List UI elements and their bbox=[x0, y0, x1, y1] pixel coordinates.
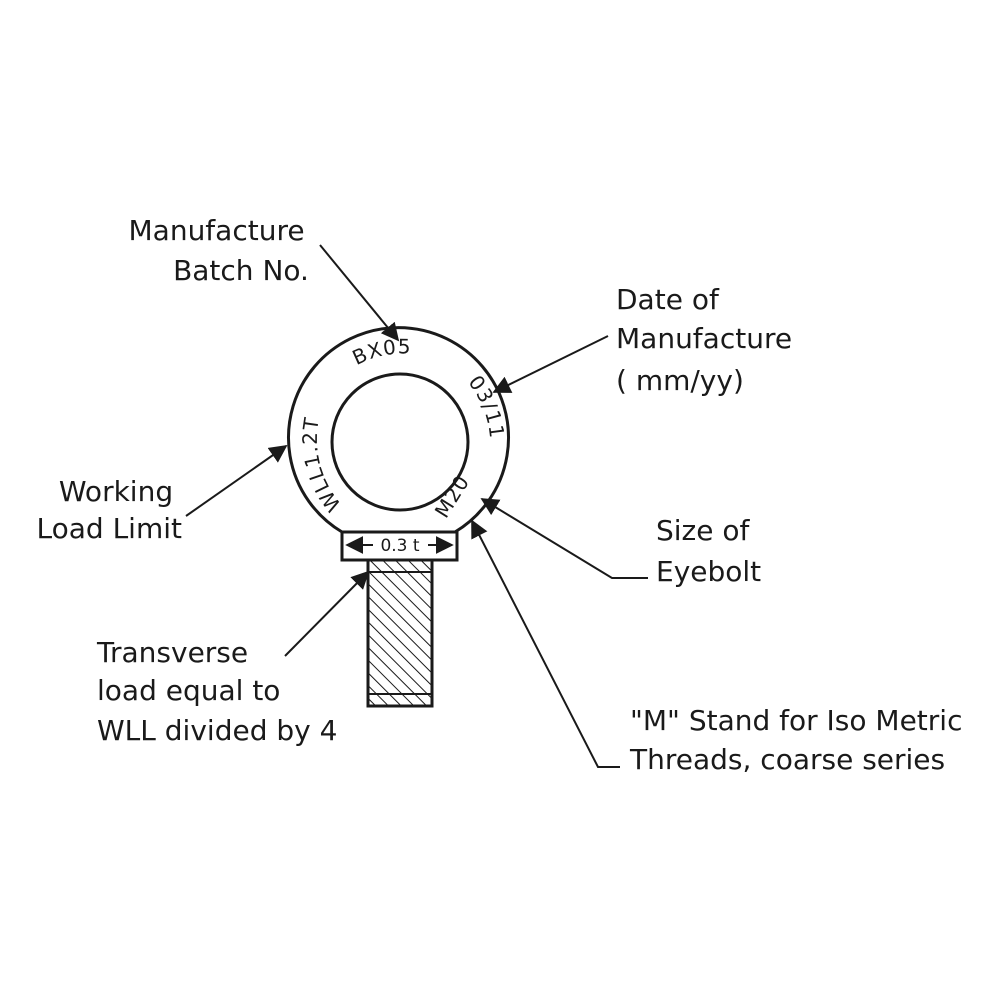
leader-lines bbox=[185, 244, 648, 768]
label-working-load-limit: Working Load Limit bbox=[37, 475, 183, 545]
leader-size bbox=[480, 498, 648, 579]
label-date-line-3: ( mm/yy) bbox=[616, 364, 744, 397]
label-transverse-line-3: WLL divided by 4 bbox=[97, 714, 337, 747]
label-manufacture-batch: Manufacture Batch No. bbox=[129, 214, 314, 287]
leader-transverse bbox=[284, 570, 370, 657]
label-date-line-2: Manufacture bbox=[616, 322, 792, 355]
eyebolt-shank bbox=[366, 556, 434, 708]
label-size-line-2: Eyebolt bbox=[656, 555, 761, 588]
label-size-line-1: Size of bbox=[656, 514, 751, 547]
label-size-of-eyebolt: Size of Eyebolt bbox=[656, 514, 761, 588]
label-date-of-manufacture: Date of Manufacture ( mm/yy) bbox=[616, 283, 801, 397]
label-transverse-line-2: load equal to bbox=[97, 674, 280, 707]
dimension-line: 0.3 t bbox=[345, 536, 454, 556]
label-metric-line-2: Threads, coarse series bbox=[629, 743, 945, 776]
label-wll-line-1: Working bbox=[59, 475, 173, 508]
label-batch-line-2: Batch No. bbox=[173, 254, 309, 287]
label-date-line-1: Date of bbox=[616, 283, 720, 316]
label-transverse-load: Transverse load equal to WLL divided by … bbox=[96, 636, 337, 747]
label-metric-line-1: "M" Stand for Iso Metric bbox=[630, 704, 962, 737]
leader-wll bbox=[185, 444, 288, 517]
label-batch-line-1: Manufacture bbox=[129, 214, 305, 247]
leader-metric bbox=[471, 519, 620, 768]
label-iso-metric: "M" Stand for Iso Metric Threads, coarse… bbox=[629, 704, 971, 776]
label-wll-line-2: Load Limit bbox=[37, 512, 183, 545]
leader-batch bbox=[319, 244, 400, 342]
leader-date bbox=[492, 335, 609, 393]
dimension-text: 0.3 t bbox=[380, 536, 419, 556]
label-transverse-line-1: Transverse bbox=[96, 636, 248, 669]
